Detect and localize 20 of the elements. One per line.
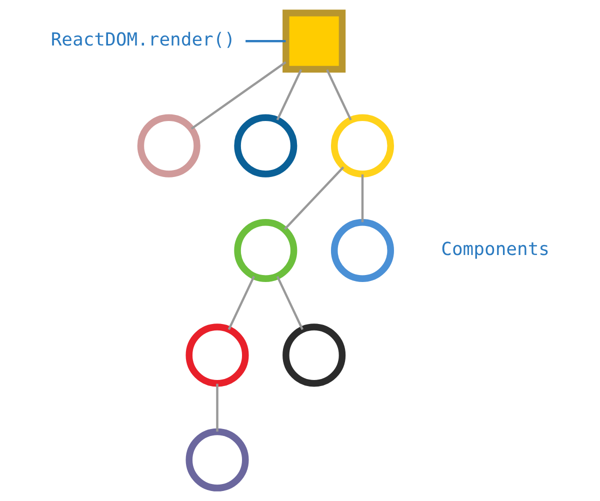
- node-box: [282, 10, 346, 73]
- connector: [216, 384, 218, 432]
- node-circle: [330, 114, 394, 178]
- node-circle: [282, 324, 346, 387]
- node-circle: [330, 218, 394, 282]
- connector: [284, 166, 344, 230]
- node-circle: [137, 114, 200, 178]
- connector: [276, 69, 302, 120]
- node-circle: [234, 114, 298, 178]
- node-circle: [186, 428, 249, 492]
- connector: [228, 276, 255, 330]
- node-circle: [234, 218, 298, 282]
- label: Components: [441, 238, 550, 260]
- connector: [276, 276, 304, 330]
- node-circle: [186, 324, 249, 387]
- connector: [326, 69, 352, 120]
- connector: [361, 174, 364, 222]
- connector: [246, 40, 286, 42]
- node-text: ReactDOM.render(): [50, 29, 236, 50]
- connector: [190, 61, 286, 130]
